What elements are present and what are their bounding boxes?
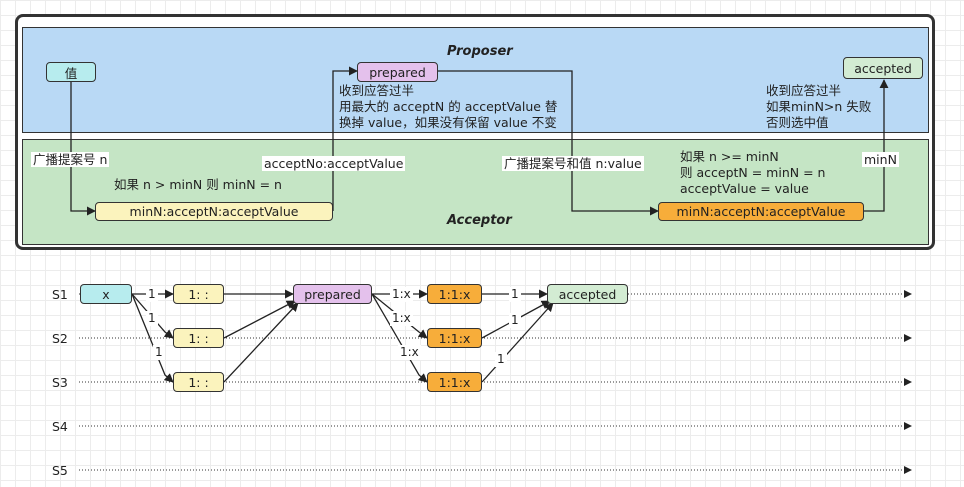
prepared-note-line-3: 换掉 value，如果没有保留 value 不变 bbox=[339, 115, 557, 130]
edge-s3-to-accepted bbox=[481, 302, 554, 383]
prepared-note-line-1: 收到应答过半 bbox=[339, 83, 415, 98]
timeline-state-a-s3[interactable]: 1: : bbox=[173, 372, 224, 392]
edge-s2-to-prepared bbox=[223, 300, 296, 339]
edge-x-to-s3 bbox=[131, 293, 174, 383]
proposer-title: Proposer bbox=[447, 44, 513, 59]
lane-s4-arrowhead bbox=[904, 422, 912, 430]
acceptor-state-node-1[interactable]: minN:acceptN:acceptValue bbox=[95, 202, 333, 221]
proposer-panel bbox=[22, 27, 929, 133]
timeline-state-b-s1[interactable]: 1:1:x bbox=[427, 284, 482, 304]
broadcast-n-label: 广播提案号 n bbox=[31, 152, 110, 167]
prepare-rule-note: 如果 n > minN 则 minN = n bbox=[114, 177, 282, 192]
lane-s2-arrowhead bbox=[904, 334, 912, 342]
edge-prepared-to-s2 bbox=[371, 293, 428, 339]
broadcast-nv-label: 广播提案号和值 n:value bbox=[502, 156, 644, 171]
timeline-state-a-s1[interactable]: 1: : bbox=[173, 284, 224, 304]
timeline-state-b-s2[interactable]: 1:1:x bbox=[427, 328, 482, 348]
edge-s3-to-prepared bbox=[223, 302, 299, 383]
edge-acceptor-to-accepted bbox=[864, 79, 889, 212]
lane-s5-arrowhead bbox=[904, 466, 912, 474]
acceptor-title: Acceptor bbox=[447, 213, 512, 228]
edge-label-prepare-s2: 1 bbox=[146, 311, 158, 326]
accept-rule-line-2: 则 acceptN = minN = n bbox=[680, 165, 826, 180]
lane-s1-arrowhead bbox=[904, 290, 912, 298]
edge-label-accept-reply-s3: 1 bbox=[495, 352, 507, 367]
accept-rule-line-3: acceptValue = value bbox=[680, 181, 809, 196]
prepared-node[interactable]: prepared bbox=[357, 62, 438, 82]
edge-label-accept-reply-s1: 1 bbox=[509, 287, 521, 302]
timeline-x-node[interactable]: x bbox=[80, 284, 132, 304]
accepted-note-line-3: 否则选中值 bbox=[766, 115, 829, 130]
row-label-s4: S4 bbox=[52, 419, 68, 434]
edge-x-to-s2 bbox=[131, 293, 174, 339]
edge-value-to-acceptor bbox=[70, 82, 96, 216]
edge-prepared-to-acceptor bbox=[438, 70, 659, 216]
value-node[interactable]: 值 bbox=[46, 62, 96, 82]
prepared-note-line-2: 用最大的 acceptN 的 acceptValue 替 bbox=[339, 99, 558, 114]
row-label-s1: S1 bbox=[52, 287, 68, 302]
timeline-state-a-s2[interactable]: 1: : bbox=[173, 328, 224, 348]
row-label-s3: S3 bbox=[52, 375, 68, 390]
acceptor-panel bbox=[22, 139, 929, 245]
accept-rule-line-1: 如果 n >= minN bbox=[680, 149, 779, 164]
accepted-node[interactable]: accepted bbox=[843, 57, 923, 79]
reply-prepare-label: acceptNo:acceptValue bbox=[262, 156, 406, 171]
edge-label-prepare-s1: 1 bbox=[146, 287, 158, 302]
timeline-accepted-node[interactable]: accepted bbox=[547, 284, 628, 304]
lane-s3-arrowhead bbox=[904, 378, 912, 386]
edge-label-accept-s1: 1:x bbox=[390, 287, 413, 302]
timeline-state-b-s3[interactable]: 1:1:x bbox=[427, 372, 482, 392]
edge-label-accept-s3: 1:x bbox=[398, 345, 421, 360]
edge-prepared-to-s3 bbox=[371, 293, 428, 383]
edge-label-accept-s2: 1:x bbox=[390, 311, 413, 326]
accepted-note-line-2: 如果minN>n 失败 bbox=[766, 99, 872, 114]
accepted-note-line-1: 收到应答过半 bbox=[766, 83, 842, 98]
acceptor-state-node-2[interactable]: minN:acceptN:acceptValue bbox=[658, 202, 864, 221]
edge-label-prepare-s3: 1 bbox=[153, 345, 165, 360]
timeline-prepared-node[interactable]: prepared bbox=[293, 284, 372, 304]
row-label-s5: S5 bbox=[52, 463, 68, 478]
edge-label-accept-reply-s2: 1 bbox=[509, 313, 521, 328]
row-label-s2: S2 bbox=[52, 331, 68, 346]
reply-accept-label: minN bbox=[862, 152, 899, 167]
